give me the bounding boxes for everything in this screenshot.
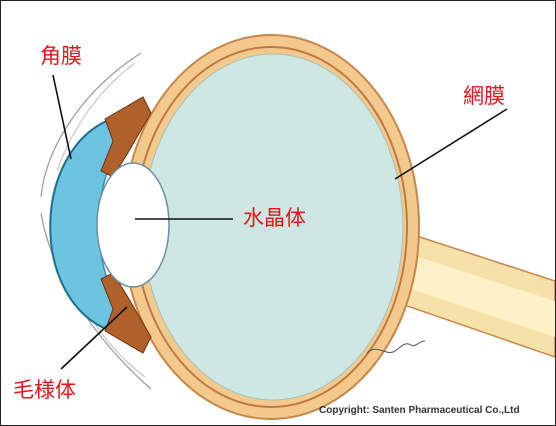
retina-leader-line xyxy=(395,109,507,179)
cornea-label: 角膜 xyxy=(40,46,82,67)
ciliary-body-label: 毛様体 xyxy=(13,380,76,401)
retina-label: 網膜 xyxy=(463,86,505,107)
lens xyxy=(97,163,169,287)
copyright-text: Copyright: Santen Pharmaceutical Co.,Ltd xyxy=(319,405,520,416)
lens-label: 水晶体 xyxy=(243,208,306,229)
